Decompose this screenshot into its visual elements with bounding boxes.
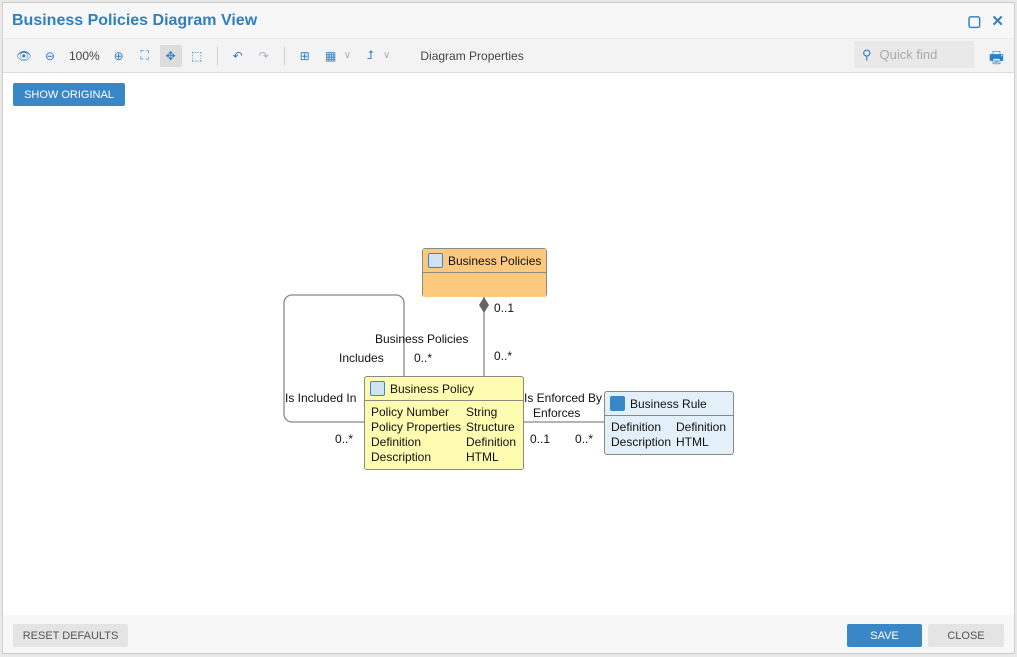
search-icon: ⚲ [862,46,872,62]
role-label: Enforces [533,406,581,420]
undo-icon[interactable]: ↶ [232,48,243,63]
pan-icon[interactable]: ✥ [159,44,182,67]
role-label: Is Enforced By [524,391,603,405]
multiplicity-label: 0..* [494,349,513,363]
save-button[interactable]: SAVE [847,624,922,647]
eye-icon[interactable]: 👁 [16,48,32,63]
dialog-footer [3,615,1014,653]
toolbar: 👁 ⊖ 100% ⊕ ⛶ ✥ ⬚ ↶ ↷ ⊞ ▦ ∨ ⮥ ∨ Diagram Pro… [3,39,1014,73]
dialog-title: Business Policies Diagram View [12,11,258,29]
zoom-level: 100% [69,48,100,63]
multiplicity-label: 0..* [575,432,594,446]
quick-find-input[interactable]: ⚲Quick find [854,41,974,68]
entity-icon [428,253,443,268]
divider [283,46,285,65]
close-button[interactable]: CLOSE [928,624,1004,647]
diagram-edges [283,294,604,423]
layout-icon[interactable]: ⊞ [299,48,310,63]
fit-to-screen-icon[interactable]: ⛶ [140,48,149,62]
composition-diamond [479,297,489,313]
multiplicity-label: 0..1 [494,301,515,315]
multiplicity-label: 0..* [414,351,433,365]
multiplicity-label: 0..1 [530,432,551,446]
role-label: Includes [339,351,384,365]
zoom-in-icon[interactable]: ⊕ [113,48,124,63]
role-label: Is Included In [285,391,357,405]
briefcase-icon [610,396,625,411]
print-icon[interactable]: 🖶 [988,50,1004,67]
reset-defaults-button[interactable]: RESET DEFAULTS [13,624,128,647]
close-icon[interactable]: ✕ [991,13,1004,30]
role-label: Business Policies [375,332,469,346]
redo-icon[interactable]: ↷ [258,48,269,63]
show-original-button[interactable]: SHOW ORIGINAL [13,83,125,106]
divider [216,46,218,65]
diagram-properties-button[interactable]: Diagram Properties [420,48,524,63]
table-icon[interactable]: ▦ [325,48,337,63]
entity-icon [370,381,385,396]
zoom-out-icon[interactable]: ⊖ [44,48,56,63]
chevron-down-icon[interactable]: ∨ [343,50,352,61]
multiplicity-label: 0..* [335,432,354,446]
marquee-select-icon[interactable]: ⬚ [191,48,203,63]
connector-icon[interactable]: ⮥ [366,48,374,62]
maximize-icon[interactable]: ▢ [967,13,982,30]
chevron-down-icon[interactable]: ∨ [383,50,391,61]
title-bar: Business Policies Diagram View ▢ ✕ [3,3,1014,39]
node-business-policies[interactable]: Business Policies [422,248,547,297]
